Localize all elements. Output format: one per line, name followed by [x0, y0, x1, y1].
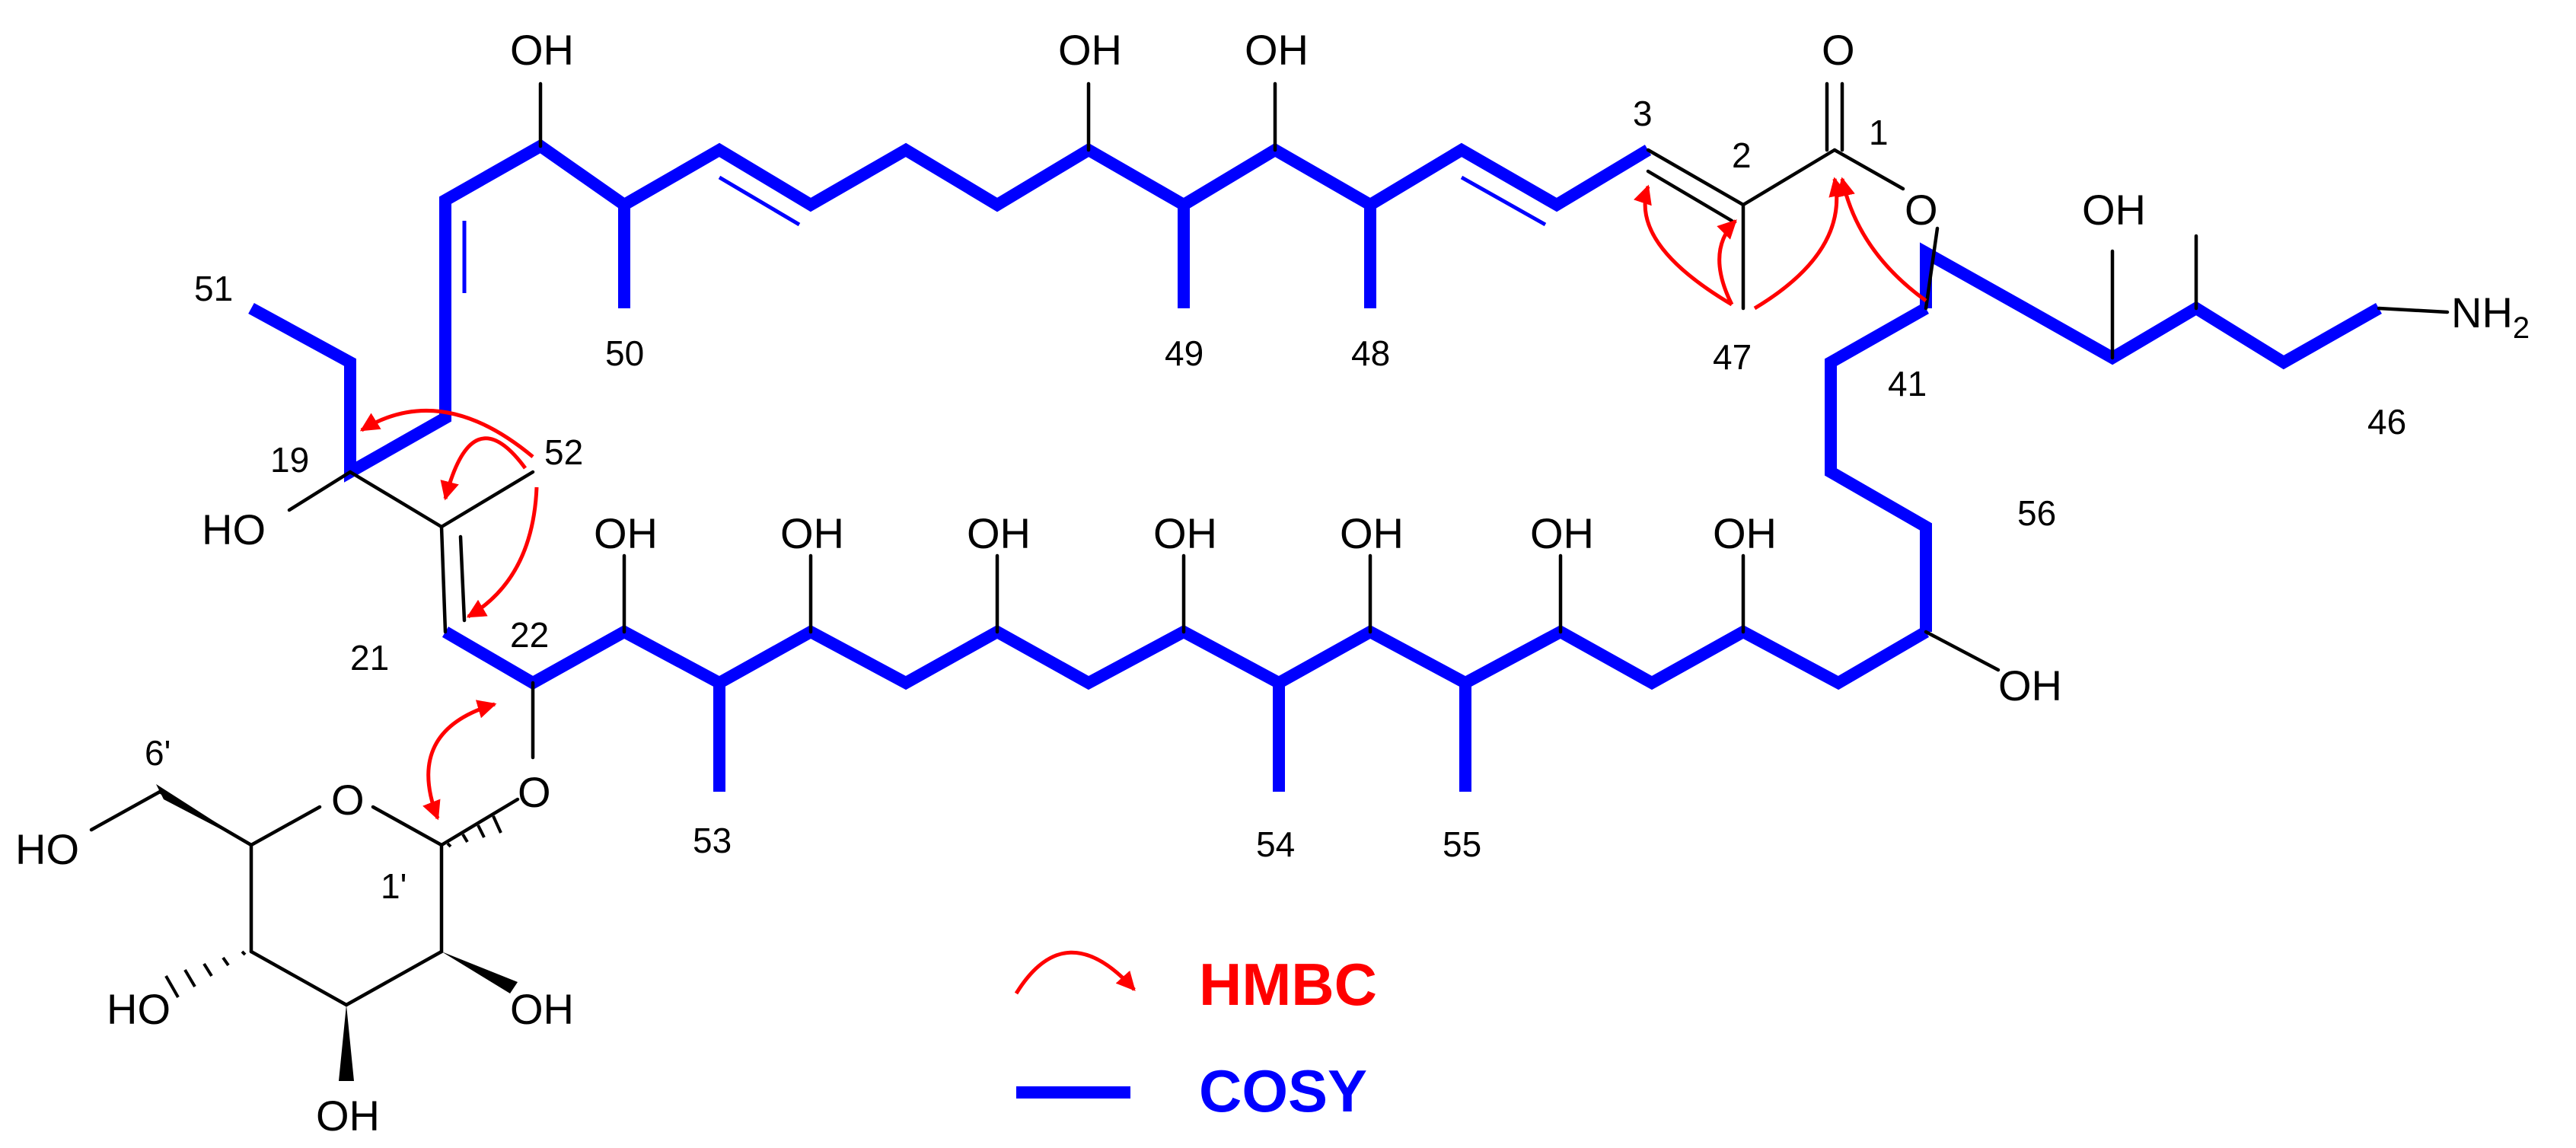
nh2-label: NH2	[2451, 289, 2530, 345]
oh-label: OH	[2082, 186, 2146, 234]
legend-hmbc-arrow-icon	[1014, 950, 1136, 995]
atom-number-c49: 49	[1165, 333, 1204, 373]
atom-number-c41: 41	[1888, 364, 1927, 403]
hmbc-arrow-22-1p	[422, 700, 497, 821]
hmbc-arrow-47-2	[1717, 219, 1737, 306]
atom-number-c22: 22	[510, 615, 549, 655]
legend-hmbc-label: HMBC	[1199, 951, 1377, 1018]
atom-number-c56: 56	[2017, 493, 2056, 533]
atom-number-c2: 2	[1732, 136, 1752, 175]
cosy-chain-right-vertical	[1825, 303, 1932, 632]
double-bond-inner-3	[1460, 175, 1547, 227]
hmbc-arrow-41-1	[1836, 177, 1927, 303]
atom-number-c54: 54	[1256, 824, 1295, 864]
oh-label: OH	[1998, 662, 2062, 710]
oh-label: OH	[1340, 509, 1404, 557]
cosy-chain-upper-right2	[1366, 142, 1652, 212]
atom-number-c19: 19	[270, 440, 309, 480]
o-label: O	[1822, 26, 1855, 74]
skeletal-bonds	[89, 81, 2450, 1081]
double-bond-inner-4	[1848, 477, 1916, 520]
oh-label: OH	[1245, 26, 1309, 74]
oh-label: OH	[1713, 509, 1777, 557]
oh-label: OH	[967, 509, 1031, 557]
hmbc-arrow-52-21	[466, 486, 539, 619]
atom-number-c46: 46	[2367, 402, 2406, 442]
double-bond-inner-2	[718, 175, 801, 227]
ho-label: HO	[202, 505, 266, 553]
atom-labels: OH OH OH O O OH NH2 HO OH OH OH OH OH OH…	[15, 26, 2530, 1140]
cosy-chain-upper-right	[1180, 142, 1376, 308]
atom-number-c50: 50	[605, 333, 644, 373]
atom-number-c48: 48	[1351, 333, 1390, 373]
oh-label: OH	[594, 509, 658, 557]
atom-number-c53: 53	[693, 821, 732, 860]
hmbc-arrow-52-20	[440, 436, 528, 501]
oh-label: OH	[510, 985, 574, 1033]
o-label: O	[1905, 186, 1938, 234]
atom-number-c6p: 6'	[145, 733, 171, 773]
oh-label: OH	[510, 26, 574, 74]
hmbc-arrow-47-1	[1753, 177, 1848, 311]
atom-number-c52: 52	[544, 432, 583, 472]
oh-label: OH	[780, 509, 844, 557]
oh-label: OH	[1153, 509, 1217, 557]
oh-label: OH	[1530, 509, 1594, 557]
legend: HMBC COSY	[1014, 950, 1377, 1124]
atom-number-c1: 1	[1869, 113, 1889, 152]
ho-label: HO	[107, 985, 171, 1033]
cosy-chain-upper-mid	[621, 142, 1190, 308]
atom-number-c21: 21	[350, 638, 389, 678]
atom-number-c51: 51	[194, 269, 233, 308]
hmbc-arrow-52-19	[359, 408, 534, 458]
o-label: O	[331, 776, 365, 824]
cosy-chain-right-sidechain	[1920, 242, 2382, 370]
atom-number-c3: 3	[1633, 94, 1653, 133]
cosy-chain-upper-left	[248, 139, 630, 483]
hmbc-arrow-47-3	[1634, 184, 1733, 307]
legend-cosy-label: COSY	[1199, 1057, 1367, 1124]
ho-label: HO	[15, 825, 79, 873]
atom-numbers: 3 2 1 51 50 49 48 47 41 46 56 19 52 21 2…	[145, 94, 2406, 906]
atom-number-c55: 55	[1443, 824, 1481, 864]
atom-number-c1p: 1'	[381, 866, 406, 906]
oh-label: OH	[316, 1092, 380, 1140]
o-label: O	[518, 768, 551, 816]
oh-label: OH	[1058, 26, 1122, 74]
cosy-chain-lower	[442, 624, 1930, 690]
hmbc-correlations	[359, 177, 1927, 821]
atom-number-c47: 47	[1713, 337, 1752, 377]
